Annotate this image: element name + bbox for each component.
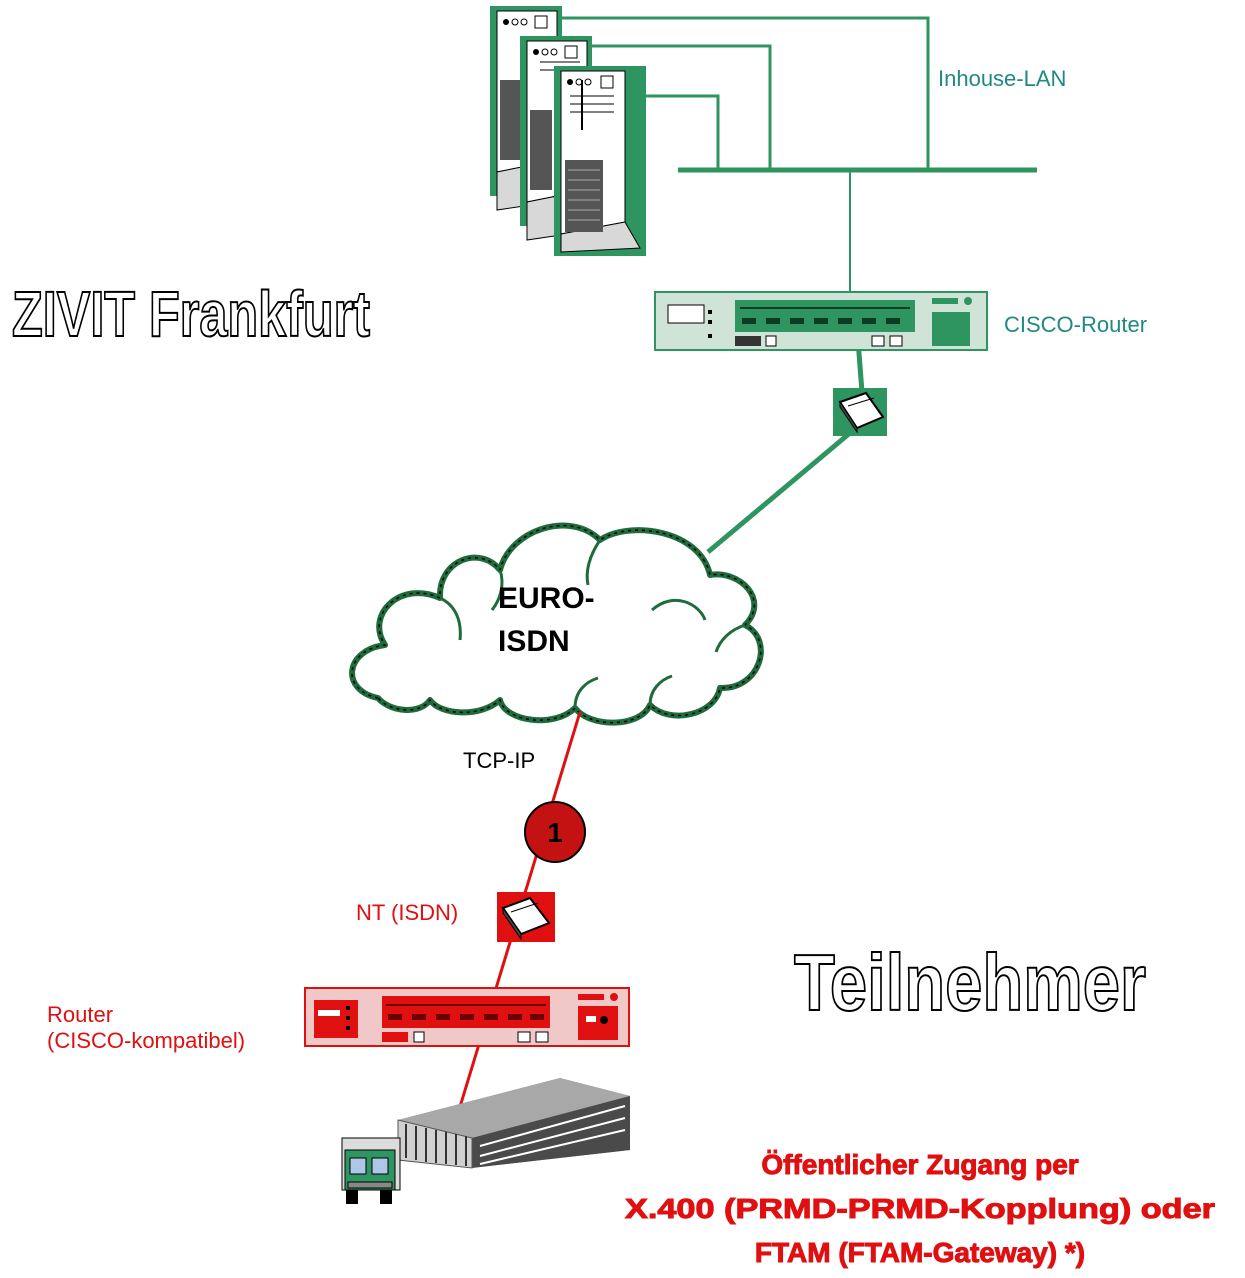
cloud-label-line1: EURO- xyxy=(498,582,595,615)
rack-router-icon xyxy=(654,291,988,351)
isdn-nt-box-icon xyxy=(833,388,887,436)
participant-title: Teilnehmer xyxy=(794,938,1146,1027)
location-title: ZIVIT Frankfurt xyxy=(12,278,370,350)
rack-router-icon xyxy=(304,987,630,1047)
lan-drop-1 xyxy=(540,16,930,168)
tower-server-icon xyxy=(490,6,646,256)
truck-icon xyxy=(341,1137,401,1204)
nt-isdn-label: NT (ISDN) xyxy=(356,900,458,925)
badge-number: 1 xyxy=(547,817,563,848)
server-3 xyxy=(554,66,646,256)
cloud-label-line2: ISDN xyxy=(498,625,570,658)
inhouse-lan-label: Inhouse-LAN xyxy=(938,66,1066,91)
cisco-router-label: CISCO-Router xyxy=(1004,312,1147,337)
office-building-icon xyxy=(397,1078,630,1169)
lan-drop-3 xyxy=(640,94,720,168)
footer-line-3: FTAM (FTAM-Gateway) *) xyxy=(755,1237,1085,1268)
protocol-label: TCP-IP xyxy=(463,748,535,773)
number-badge xyxy=(524,801,586,863)
isdn-nt-box-icon xyxy=(497,892,555,942)
nt-to-cloud xyxy=(706,431,852,554)
footer-line-2: X.400 (PRMD-PRMD-Kopplung) oder xyxy=(625,1193,1215,1224)
router-label-line1: Router xyxy=(47,1002,113,1027)
footer-line-1: Öffentlicher Zugang per xyxy=(761,1149,1078,1180)
router-label-line2: (CISCO-kompatibel) xyxy=(47,1028,245,1053)
lan-drop-2 xyxy=(590,44,772,168)
cloud-network-icon xyxy=(349,522,764,726)
